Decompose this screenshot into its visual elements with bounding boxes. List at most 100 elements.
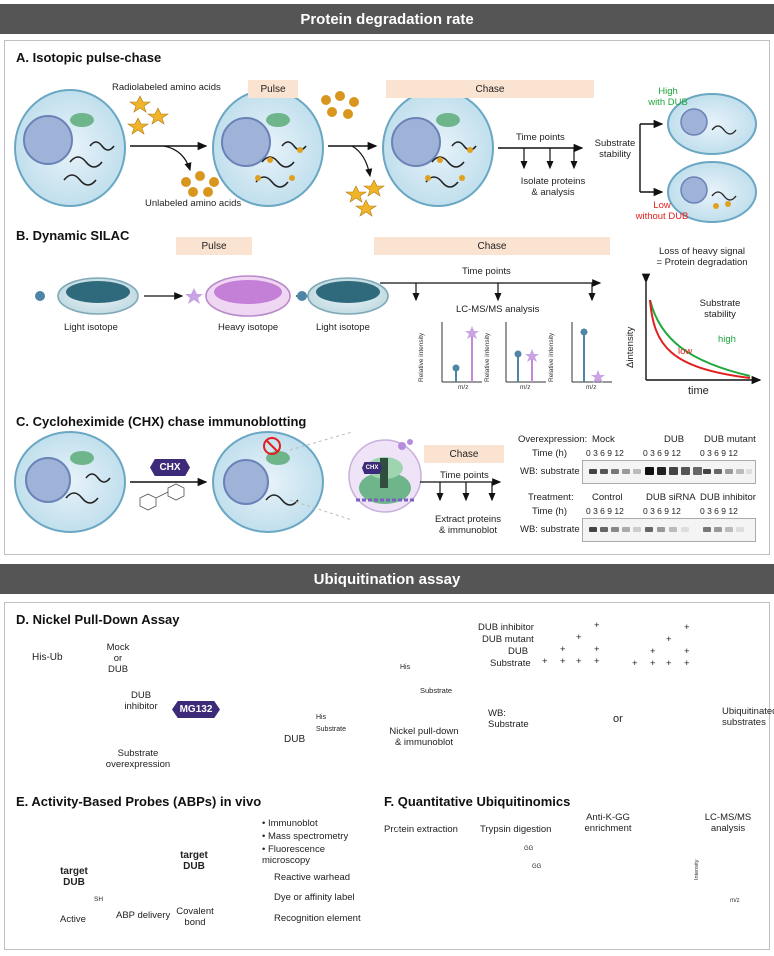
petri-dish-icon-b2 (205, 275, 291, 317)
rel-int-label-1: Relative intensity (418, 332, 425, 382)
light-isotope-dot-2 (297, 291, 307, 301)
pulse-label-b: Pulse (176, 237, 252, 255)
dub-mutant-label: DUB mutant (704, 434, 756, 445)
light-isotope-label-1: Light isotope (64, 322, 118, 333)
covalent-label: Covalent bond (176, 906, 214, 928)
plus-8: + (594, 656, 600, 667)
time-points-label-c: Time points (440, 470, 489, 481)
mz-label-1: m/z (458, 384, 469, 391)
ms-plot-3 (571, 322, 612, 383)
trypsin-label: Trypsin digestion (480, 824, 552, 835)
anti-kgg-label: Anti-K-GG enrichment (584, 812, 632, 834)
stability-label-a: Substrate stability (594, 138, 636, 160)
radiolabeled-label: Radiolabeled amino acids (112, 82, 221, 93)
light-isotope-dot (35, 291, 45, 301)
dub-label-d: DUB (284, 734, 306, 745)
wb-label-d: WB: Substrate (488, 708, 529, 730)
cell-icon-a1 (14, 89, 126, 207)
times-2a: 0 3 6 9 12 (586, 506, 624, 516)
or-label: or (613, 713, 623, 725)
lcms-label-b: LC-MS/MS analysis (456, 304, 540, 315)
plus-15: + (666, 658, 672, 669)
extraction-label: Protein extraction (384, 824, 458, 835)
ni-nta-label: Ni-NTA bead (380, 647, 404, 662)
plus-16: + (684, 658, 690, 669)
plus-2: + (576, 632, 582, 643)
heavy-isotope-star (185, 288, 203, 304)
time-points-label-a: Time points (516, 132, 565, 143)
rel-int-label-3: Relative intensity (548, 332, 555, 382)
blot-overexpression (582, 460, 756, 484)
panel-b-title: B. Dynamic SILAC (16, 228, 130, 243)
plus-1: + (594, 620, 600, 631)
use-2: • Mass spectrometry (262, 831, 349, 842)
stability-label-b: Substrate stability (699, 298, 741, 320)
row-dub: DUB (508, 646, 529, 657)
chase-label-b: Chase (374, 237, 610, 255)
plus-6: + (560, 656, 566, 667)
loss-heavy-label: Loss of heavy signal = Protein degradati… (656, 246, 748, 268)
legend-recognition: Recognition element (274, 913, 361, 924)
decay-plot (641, 273, 762, 385)
legend-dye: Dye or affinity label (274, 892, 355, 903)
time-h-label-1: Time (h) (532, 448, 568, 459)
plus-9: + (684, 622, 690, 633)
times-1b: 0 3 6 9 12 (643, 448, 681, 458)
gg-label-2: GG (532, 864, 542, 870)
his-label-bead: His (400, 664, 411, 671)
plus-12: + (684, 646, 690, 657)
abp-delivery-label: ABP delivery (116, 910, 171, 921)
legend-ub: Ub (257, 916, 265, 922)
time-label-b: time (688, 385, 709, 397)
cell-icon-c1 (14, 431, 126, 533)
wb-label-c1: WB: substrate (520, 466, 580, 477)
times-1c: 0 3 6 9 12 (700, 448, 738, 458)
intensity-label-f: Intensity (694, 859, 700, 880)
mg132-hex-label: MG132 (172, 701, 220, 718)
petri-dish-icon-b1 (57, 277, 139, 315)
his-ub-label: His-Ub (32, 652, 63, 663)
times-1a: 0 3 6 9 12 (586, 448, 624, 458)
panel-f-title: F. Quantitative Ubiquitinomics (384, 794, 571, 809)
panel-ubiquitination (4, 602, 770, 950)
mz-label-3: m/z (586, 384, 597, 391)
treatment-label: Treatment: (528, 492, 574, 503)
legend-warhead: Reactive warhead (274, 872, 351, 883)
chase-label-c: Chase (424, 445, 504, 463)
delta-intensity-label: Δintensity (625, 326, 636, 368)
petri-dish-icon-b3 (307, 277, 389, 315)
cell-icon-a3 (382, 89, 494, 207)
lcms-label-f: LC-MS/MS analysis (704, 812, 752, 834)
mock-label: Mock (592, 434, 615, 445)
wb-label-c2: WB: substrate (520, 524, 580, 535)
extract-label: Extract proteins & immunoblot (435, 514, 501, 536)
high-label-b: high (718, 334, 736, 345)
ubiquitinated-label: Ubiquitinated substrates (722, 706, 774, 728)
blot-treatment (582, 518, 756, 542)
substrate-label-bead: Substrate (420, 686, 453, 695)
chase-label-a: Chase (386, 80, 594, 98)
control-label: Control (592, 492, 623, 503)
high-with-dub-label: High with DUB (648, 86, 688, 108)
times-2b: 0 3 6 9 12 (643, 506, 681, 516)
time-points-label-b: Time points (462, 266, 511, 277)
ub-label-f2: Ub (446, 823, 454, 829)
ub-label-bead: Ub (417, 658, 426, 665)
overexpression-label: Overexpression: (518, 434, 588, 445)
banner-protein-degradation: Protein degradation rate (0, 4, 774, 34)
ub-label-bound: Ub (206, 865, 218, 875)
pulse-label-a: Pulse (248, 80, 298, 98)
dub-label-c: DUB (664, 434, 685, 445)
light-isotope-label-2: Light isotope (316, 322, 370, 333)
use-3: • Fluorescence microscopy (262, 844, 325, 866)
target-dub-label-1: target DUB (60, 866, 88, 888)
plus-11: + (650, 646, 656, 657)
chx-hex-label: CHX (150, 459, 190, 476)
low-label-b: low (678, 346, 693, 357)
no-entry-icon-c (263, 437, 281, 455)
active-label: Active (60, 914, 86, 925)
row-substrate: Substrate (490, 658, 531, 669)
plus-10: + (666, 634, 672, 645)
plus-13: + (632, 658, 638, 669)
heavy-isotope-label: Heavy isotope (218, 322, 279, 333)
